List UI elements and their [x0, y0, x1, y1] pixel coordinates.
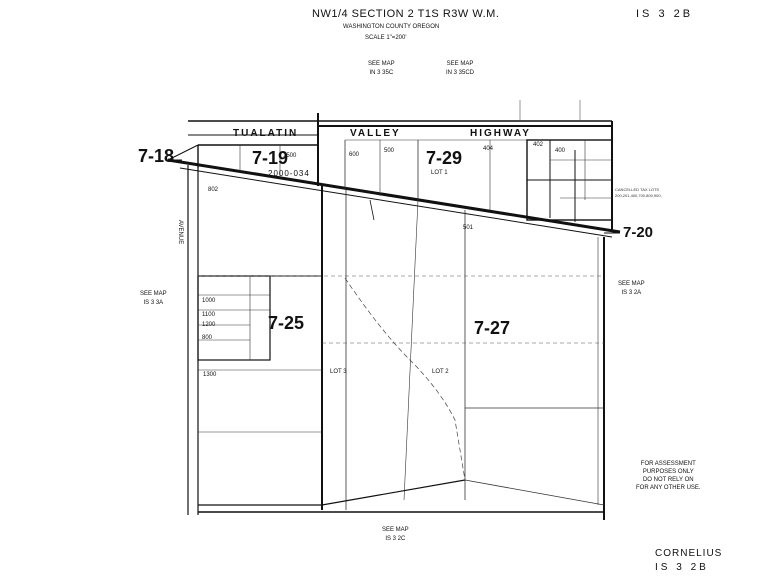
parcel-400: 400 [555, 148, 566, 154]
parcel-501: 501 [463, 225, 474, 231]
footer-map-id: IS 3 2B [655, 562, 709, 573]
parcel-1500: 1500 [283, 153, 297, 159]
see-map-label: SEE MAP [618, 281, 645, 287]
cancelled-line: CANCELLED TAX LOTS [615, 187, 660, 192]
map-number-7-18: 7-18 [138, 146, 175, 166]
avenue-label: AVENUE [177, 220, 183, 245]
assessment-line: FOR ANY OTHER USE. [636, 485, 701, 491]
see-map-label: SEE MAP [140, 291, 167, 297]
parcel-1300: 1300 [203, 372, 217, 378]
see-map-label: SEE MAP [382, 527, 409, 533]
assessment-note: FOR ASSESSMENT PURPOSES ONLY DO NOT RELY… [636, 460, 701, 492]
road-label-highway: HIGHWAY [470, 128, 531, 139]
cancelled-lots-note: CANCELLED TAX LOTS 200,201,400,700,800,9… [615, 187, 662, 199]
map-id-top: IS 3 2B [636, 8, 694, 20]
cancelled-line: 200,201,400,700,800,900, [615, 193, 662, 198]
parcel-1200: 1200 [202, 322, 216, 328]
see-map-ref: IS 3 2A [621, 290, 642, 296]
stamp-number: 2000-034 [268, 169, 310, 178]
see-map-right: SEE MAP IS 3 2A [618, 280, 645, 298]
map-number-7-20: 7-20 [623, 224, 654, 241]
parcel-1100: 1100 [202, 312, 215, 318]
see-map-top-right: SEE MAP IN 3 35CD [446, 60, 474, 78]
map-number-7-19: 7-19 [252, 148, 289, 168]
see-map-label: SEE MAP [368, 61, 395, 67]
parcel-600: 600 [349, 152, 360, 158]
assessment-line: PURPOSES ONLY [642, 469, 694, 475]
assessment-line: FOR ASSESSMENT [640, 461, 696, 467]
lot-1: LOT 1 [431, 170, 448, 176]
map-number-7-29: 7-29 [426, 148, 463, 168]
assessment-line: DO NOT RELY ON [642, 477, 694, 483]
parcel-402: 402 [533, 142, 544, 148]
scale-label: SCALE 1"=200' [365, 35, 407, 41]
lot-3: LOT 3 [330, 369, 347, 375]
see-map-ref: IN 3 35CD [446, 70, 475, 76]
road-label-tualatin: TUALATIN [233, 128, 299, 139]
see-map-label: SEE MAP [446, 61, 474, 67]
see-map-top-left: SEE MAP IN 3 35C [368, 60, 395, 78]
parcel-800: 800 [202, 335, 213, 341]
see-map-ref: IN 3 35C [369, 70, 394, 76]
see-map-ref: IS 3 3A [143, 300, 164, 306]
parcel-1000: 1000 [202, 298, 216, 304]
road-label-valley: VALLEY [350, 128, 401, 139]
map-number-7-27: 7-27 [474, 318, 511, 338]
see-map-bottom: SEE MAP IS 3 2C [382, 526, 409, 544]
parcel-802: 802 [208, 187, 219, 193]
footer-city: CORNELIUS [655, 548, 723, 559]
see-map-left: SEE MAP IS 3 3A [140, 290, 167, 308]
county-label: WASHINGTON COUNTY OREGON [343, 24, 440, 30]
lot-2: LOT 2 [432, 369, 449, 375]
see-map-ref: IS 3 2C [385, 536, 406, 542]
parcel-404: 404 [483, 146, 494, 152]
map-number-7-25: 7-25 [268, 313, 305, 333]
map-title: NW1/4 SECTION 2 T1S R3W W.M. [312, 8, 500, 20]
parcel-500: 500 [384, 148, 395, 154]
